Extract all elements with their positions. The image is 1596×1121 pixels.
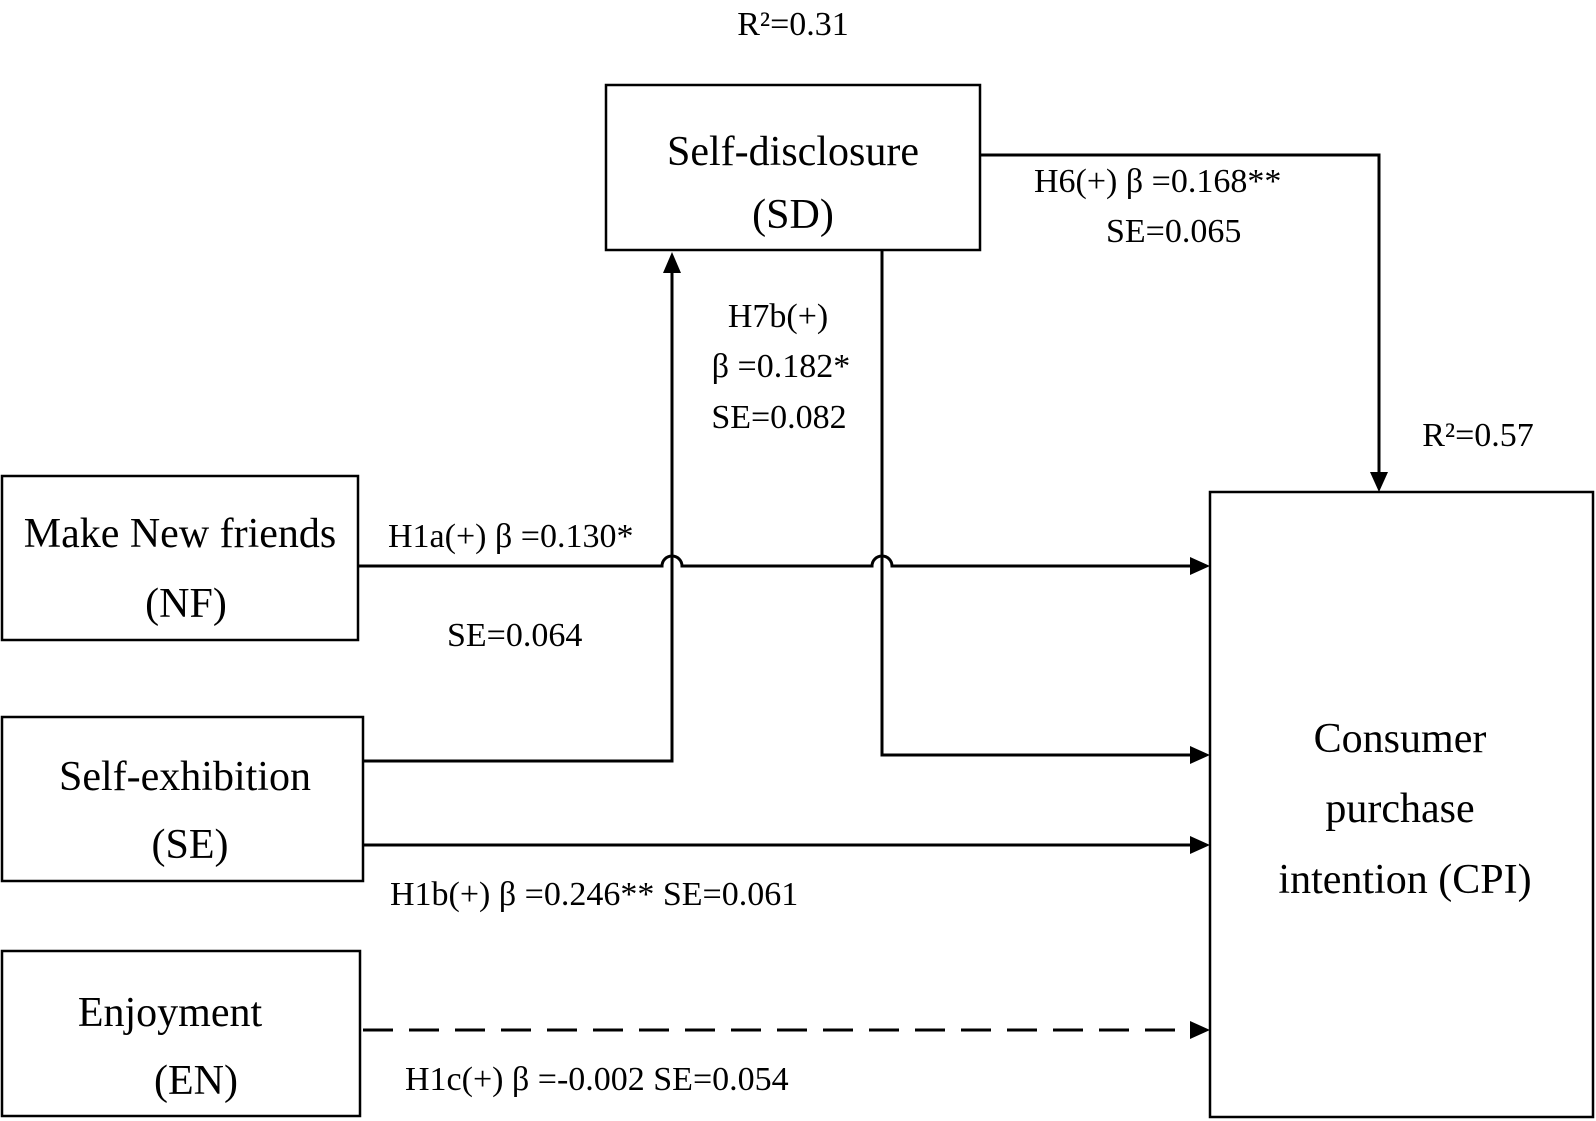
sd-label-line2: (SD)	[752, 192, 834, 238]
cpi-label-line3: intention (CPI)	[1278, 857, 1531, 903]
sd-label-line1: Self-disclosure	[667, 129, 919, 175]
h7b-path	[880, 250, 1190, 757]
h1a-label-line1: H1a(+) β =0.130*	[388, 518, 633, 555]
h1a-arrowhead	[1190, 557, 1210, 575]
h7b-arrowhead	[1190, 746, 1210, 764]
h6-label-line2: SE=0.065	[1106, 213, 1241, 250]
nf-label-line2: (NF)	[145, 581, 227, 627]
cpi-r2-label: R²=0.57	[1422, 417, 1534, 454]
h7b-label-line2: β =0.182*	[712, 348, 850, 385]
se-to-sd-arrowhead	[663, 252, 681, 273]
h1c-arrowhead	[1190, 1021, 1210, 1039]
h1b-arrowhead	[1190, 836, 1210, 854]
h1a-label-line2: SE=0.064	[447, 617, 582, 654]
h6-path	[980, 153, 1381, 472]
cpi-label-line1: Consumer	[1314, 716, 1487, 762]
en-label-line1: Enjoyment	[78, 990, 263, 1036]
sd-box	[604, 83, 982, 252]
se-box	[0, 715, 365, 883]
en-label-line2: (EN)	[154, 1058, 238, 1104]
en-box	[0, 949, 362, 1118]
h1c-label: H1c(+) β =-0.002 SE=0.054	[405, 1061, 789, 1098]
h6-label-line1: H6(+) β =0.168**	[1034, 163, 1281, 200]
h7b-label-line3: SE=0.082	[711, 399, 846, 436]
h6-arrowhead	[1370, 472, 1388, 492]
se-label-line1: Self-exhibition	[59, 754, 311, 800]
h1b-label: H1b(+) β =0.246** SE=0.061	[390, 876, 798, 913]
h7b-label-line1: H7b(+)	[728, 298, 828, 335]
se-to-sd-path	[363, 272, 674, 763]
h1a-path	[358, 554, 1190, 568]
cpi-label-line2: purchase	[1325, 786, 1474, 832]
se-label-line2: (SE)	[152, 822, 229, 868]
sd-r2-label: R²=0.31	[737, 6, 849, 43]
nf-box	[0, 474, 360, 642]
cpi-box	[1208, 490, 1595, 1119]
nf-label-line1: Make New friends	[24, 511, 337, 557]
